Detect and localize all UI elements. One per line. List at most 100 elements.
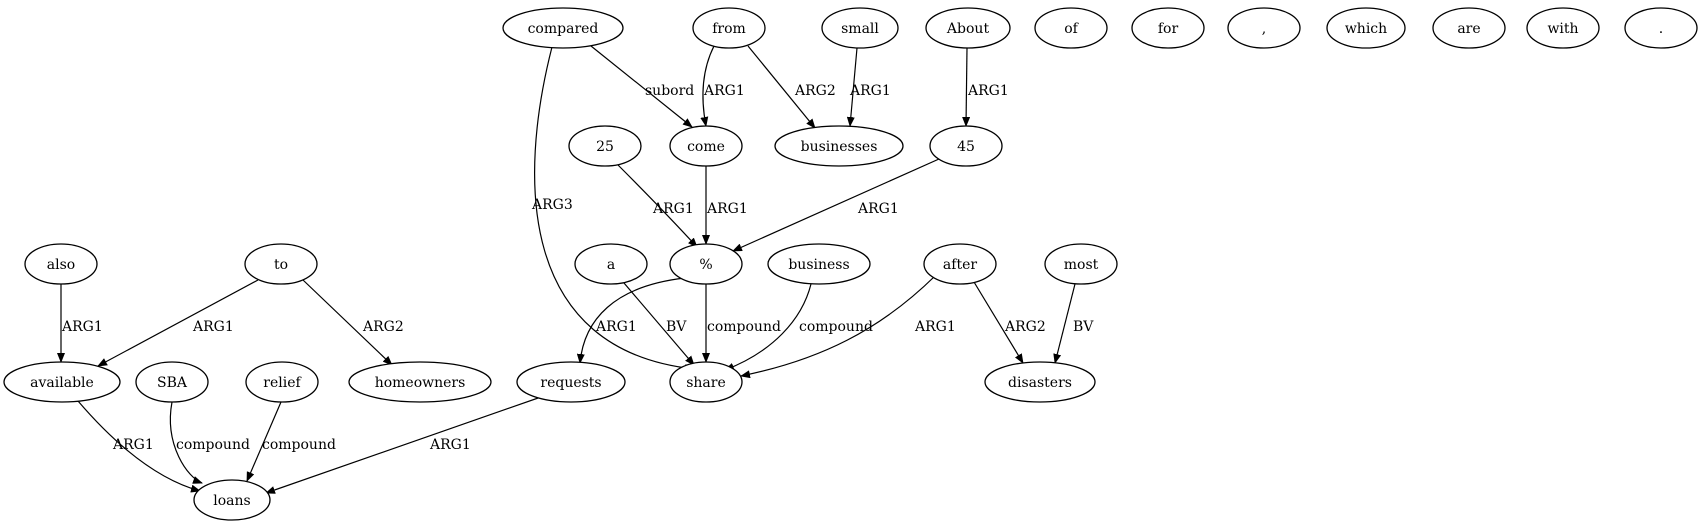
node-label: relief bbox=[263, 375, 302, 391]
edge-available-to-loans: ARG1 bbox=[77, 400, 201, 493]
node-for: for bbox=[1131, 7, 1205, 49]
node-label: from bbox=[712, 21, 746, 37]
node-label: a bbox=[607, 257, 615, 273]
node-label: most bbox=[1064, 257, 1099, 273]
edge-label: ARG1 bbox=[967, 83, 1009, 99]
edge-arrow bbox=[623, 282, 695, 366]
edge-compared-to-come: subord bbox=[590, 45, 694, 128]
node-label: 45 bbox=[957, 139, 975, 155]
edge-arrow bbox=[732, 158, 940, 252]
node-small: small bbox=[821, 7, 899, 49]
edge-percent-to-share: compound bbox=[702, 284, 781, 363]
node-relief: relief bbox=[245, 361, 319, 403]
edge-from-to-businesses: ARG2 bbox=[747, 45, 836, 129]
edge-label: ARG1 bbox=[112, 437, 154, 453]
edge-arrow bbox=[724, 283, 812, 371]
node-ellipse bbox=[1044, 243, 1118, 285]
node-ellipse bbox=[24, 243, 98, 285]
node-label: for bbox=[1158, 21, 1179, 37]
node-label: available bbox=[30, 375, 94, 391]
edge-arrow bbox=[1053, 283, 1076, 364]
node-ellipse bbox=[1624, 7, 1698, 49]
node-requests: requests bbox=[516, 361, 626, 403]
node-disasters: disasters bbox=[984, 361, 1096, 403]
node-label: businesses bbox=[801, 139, 878, 155]
node-after: after bbox=[923, 243, 997, 285]
edge-arrow bbox=[846, 47, 858, 127]
node-loans: loans bbox=[193, 479, 271, 521]
edge-label: ARG1 bbox=[849, 83, 891, 99]
edge-arrow bbox=[97, 279, 259, 367]
node-label: to bbox=[274, 257, 288, 273]
node-ellipse bbox=[669, 125, 743, 167]
node-percent: % bbox=[669, 243, 743, 285]
edge-label: ARG1 bbox=[703, 83, 745, 99]
node-label: compared bbox=[528, 21, 599, 37]
edge-business-to-share: compound bbox=[724, 283, 873, 371]
edge-label: BV bbox=[1073, 319, 1094, 335]
edge-arrow bbox=[77, 400, 201, 493]
node-label: . bbox=[1659, 21, 1663, 37]
edge-label: ARG1 bbox=[857, 201, 899, 217]
edge-a-to-share: BV bbox=[623, 282, 695, 366]
node-from: from bbox=[692, 7, 766, 49]
edge-n25-to-percent: ARG1 bbox=[617, 164, 698, 248]
edge-to-to-homeowners: ARG2 bbox=[302, 279, 404, 366]
edge-arrow bbox=[302, 279, 393, 366]
node-ellipse bbox=[135, 361, 209, 403]
node-label: About bbox=[946, 21, 990, 37]
node-label: also bbox=[47, 257, 75, 273]
node-a: a bbox=[574, 243, 648, 285]
node-ellipse bbox=[767, 243, 871, 285]
edge-to-to-available: ARG1 bbox=[97, 279, 259, 367]
node-label: requests bbox=[540, 375, 601, 391]
edge-label: compound bbox=[262, 437, 336, 453]
edge-label: ARG3 bbox=[531, 197, 573, 213]
node-label: SBA bbox=[157, 375, 188, 391]
edge-arrow bbox=[590, 45, 693, 128]
edge-label: ARG1 bbox=[914, 319, 956, 335]
edge-compared-to-share: ARG3 bbox=[531, 46, 695, 372]
node-ellipse bbox=[1131, 7, 1205, 49]
edge-label: ARG1 bbox=[652, 201, 694, 217]
node-label: with bbox=[1547, 21, 1578, 37]
edge-arrow bbox=[576, 277, 686, 364]
node-compared: compared bbox=[502, 7, 624, 49]
node-come: come bbox=[669, 125, 743, 167]
edge-label: ARG1 bbox=[192, 319, 234, 335]
edge-about-to-n45: ARG1 bbox=[962, 47, 1009, 127]
node-homeowners: homeowners bbox=[348, 361, 492, 403]
node-with: with bbox=[1526, 7, 1600, 49]
node-label: share bbox=[686, 375, 726, 391]
node-are: are bbox=[1432, 7, 1506, 49]
edge-label: ARG2 bbox=[1004, 319, 1046, 335]
node-label: business bbox=[788, 257, 849, 273]
edge-label: subord bbox=[645, 83, 694, 99]
edge-small-to-businesses: ARG1 bbox=[846, 47, 891, 127]
edge-arrow bbox=[169, 401, 203, 484]
node-ellipse bbox=[1432, 7, 1506, 49]
node-ellipse bbox=[348, 361, 492, 403]
edge-percent-to-requests: ARG1 bbox=[576, 277, 686, 364]
edge-sba-to-loans: compound bbox=[169, 401, 250, 484]
edge-label: ARG1 bbox=[429, 437, 471, 453]
edge-requests-to-loans: ARG1 bbox=[265, 396, 542, 494]
node-ellipse bbox=[516, 361, 626, 403]
edge-arrow bbox=[617, 164, 698, 248]
edge-n45-to-percent: ARG1 bbox=[732, 158, 940, 252]
edge-most-to-disasters: BV bbox=[1053, 283, 1094, 364]
node-label: , bbox=[1262, 21, 1266, 37]
edge-also-to-available: ARG1 bbox=[57, 284, 103, 363]
node-label: of bbox=[1064, 21, 1079, 37]
edge-arrow bbox=[246, 401, 282, 482]
node-label: are bbox=[1457, 21, 1480, 37]
edge-arrow bbox=[265, 396, 542, 494]
node-label: after bbox=[943, 257, 977, 273]
node-n25: 25 bbox=[568, 125, 642, 167]
edge-after-to-disasters: ARG2 bbox=[973, 281, 1046, 364]
node-label: homeowners bbox=[375, 375, 466, 391]
node-ellipse bbox=[568, 125, 642, 167]
node-comma: , bbox=[1227, 7, 1301, 49]
